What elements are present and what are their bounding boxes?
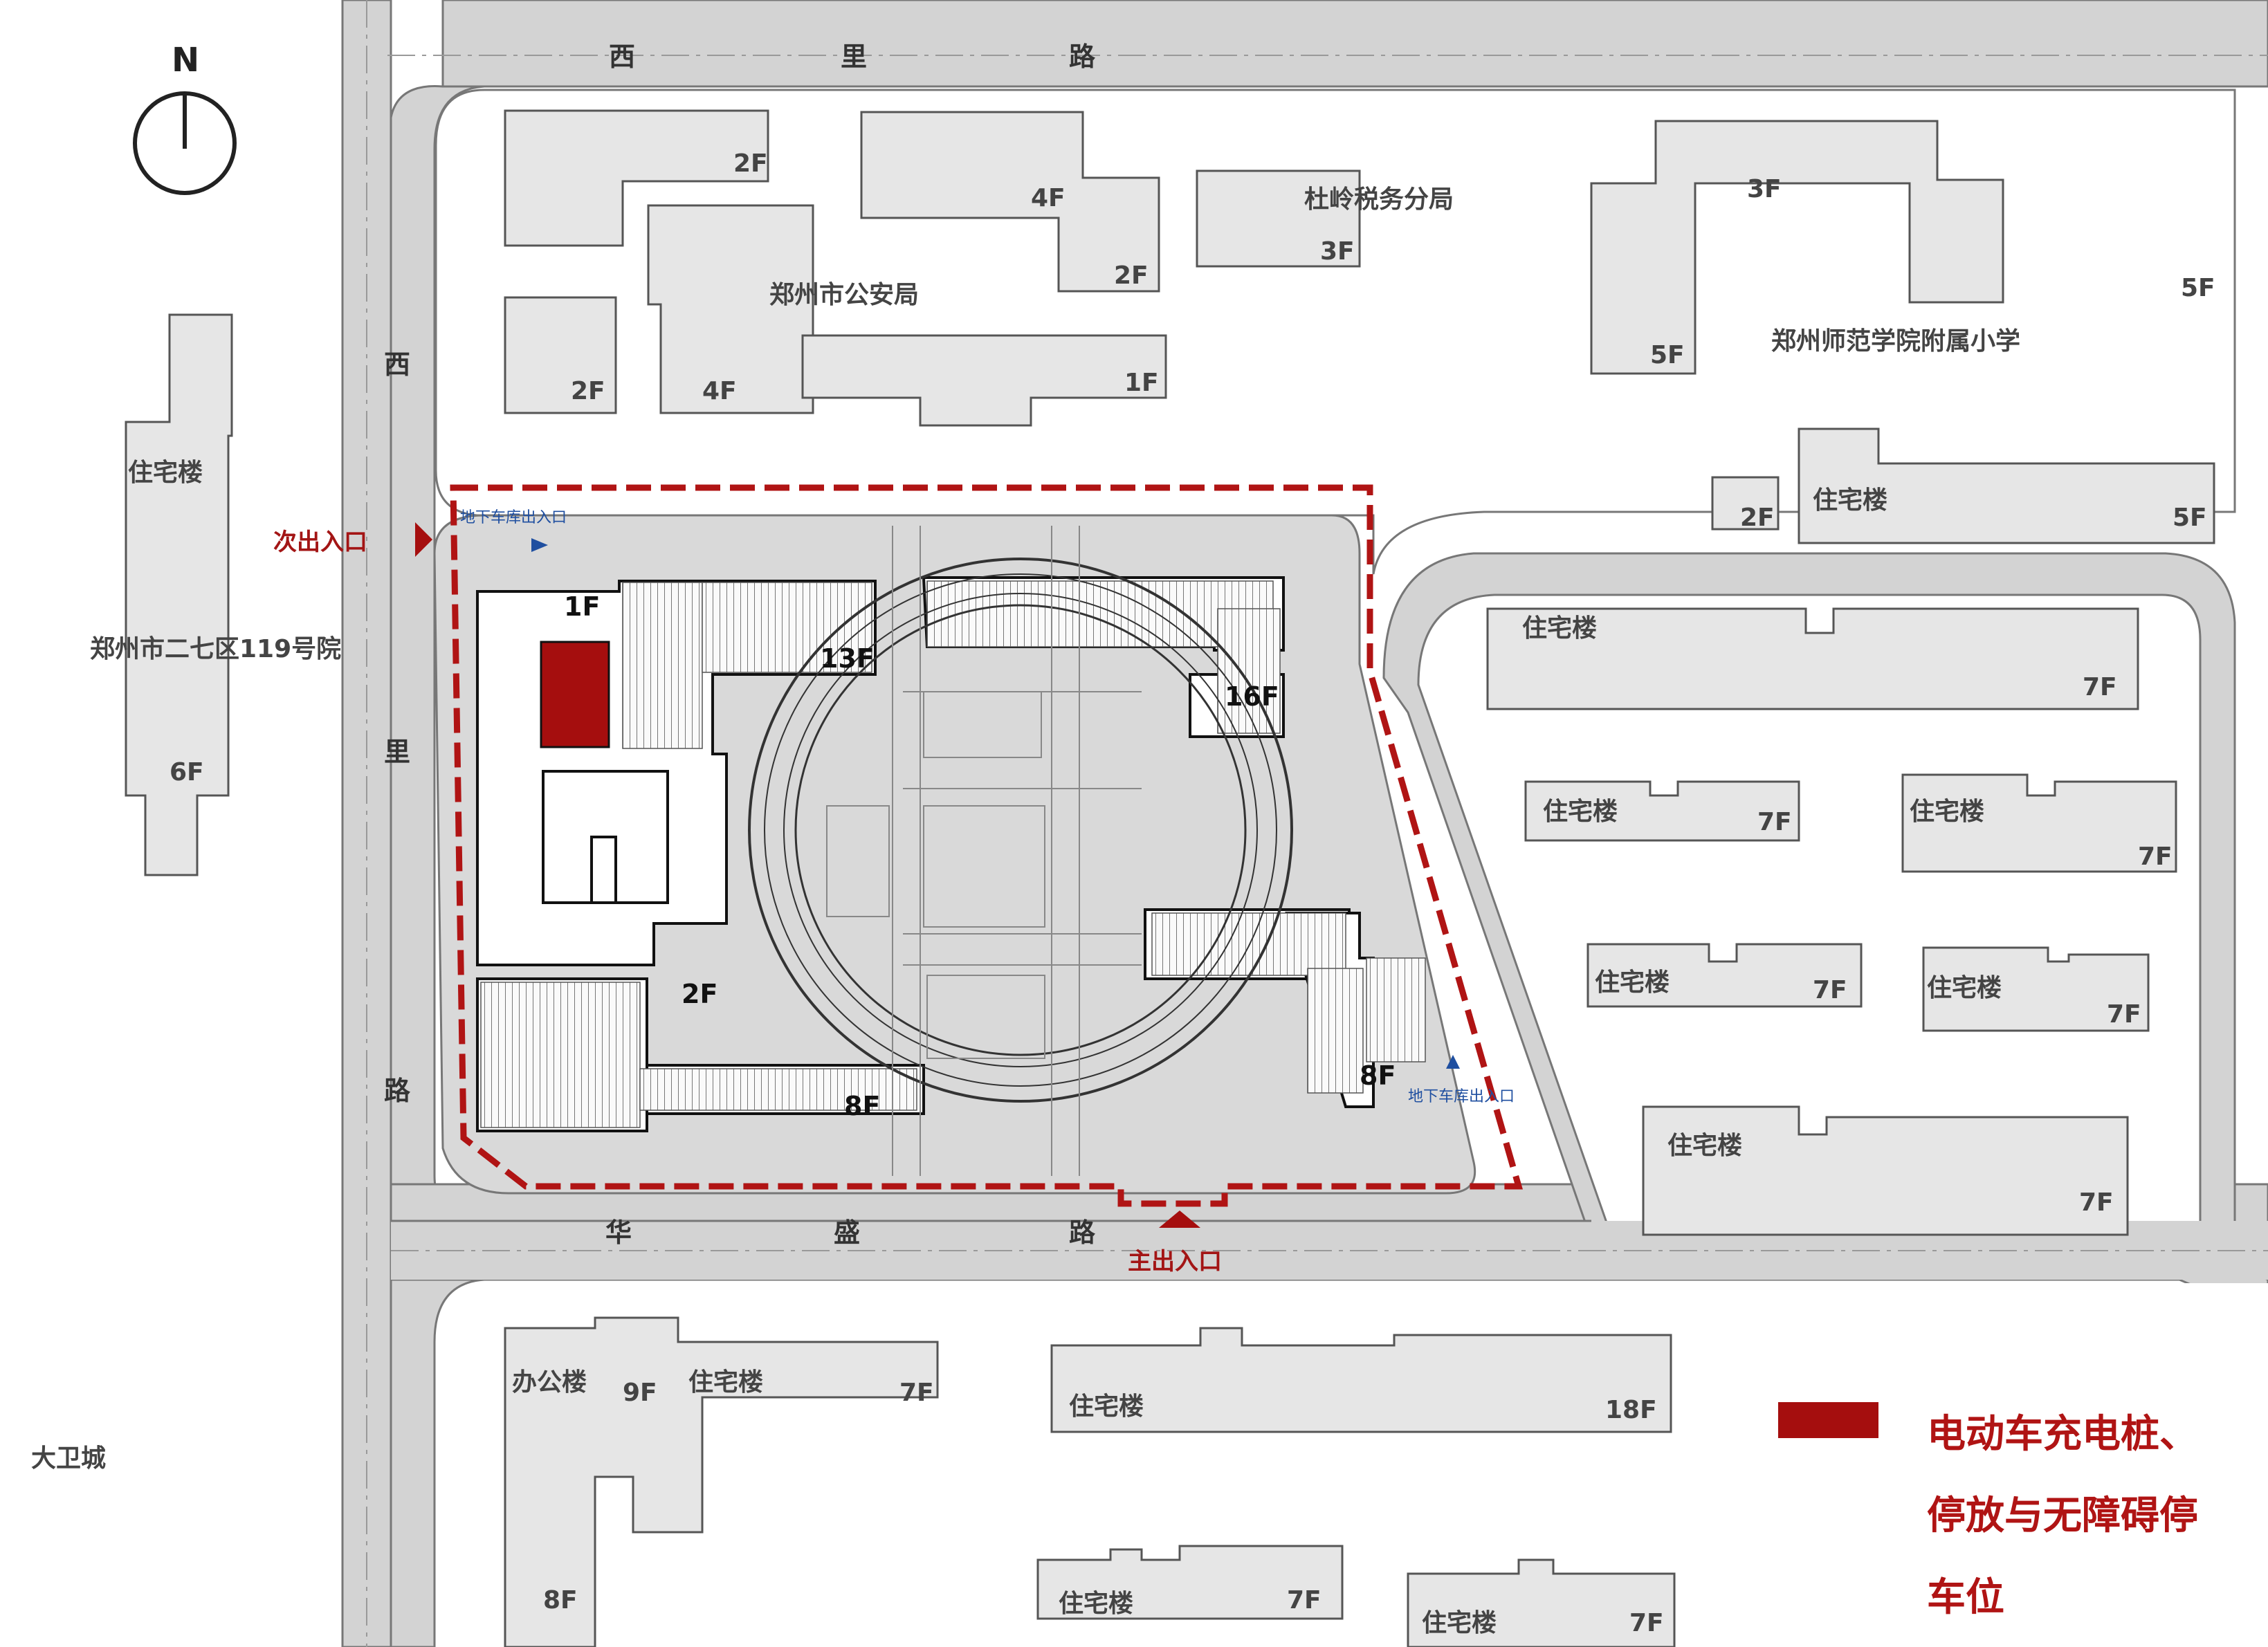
garage-entrance-top-label: 地下车库出入口 (460, 509, 567, 526)
floor-label: 7F (2107, 1000, 2141, 1029)
floor-label: 2F (1114, 261, 1149, 290)
garage-right-marker (1446, 1055, 1460, 1069)
site-boundary (450, 484, 1523, 1207)
residential-label-e3: 住宅楼 (1910, 797, 1984, 826)
floor-label: 6F (170, 758, 204, 786)
office-label: 办公楼 (512, 1368, 587, 1397)
residential-label-s1: 住宅楼 (688, 1368, 763, 1397)
tax-office-label: 杜岭税务分局 (1304, 185, 1454, 214)
garage-entrance-right-label: 地下车库出入口 (1408, 1088, 1515, 1105)
road-xili-top (441, 0, 2268, 88)
north-arrow: N (133, 41, 237, 195)
garage-top-marker (531, 538, 548, 552)
floor-label: 1F (1124, 369, 1159, 397)
floor-label: 9F (623, 1379, 657, 1407)
floor-label: 18F (1605, 1396, 1657, 1424)
site-floor-label: 2F (682, 979, 717, 1009)
legend-line-2: 停放与无障碍停 (1927, 1493, 2198, 1538)
floor-label: 7F (2138, 843, 2173, 871)
compound-label: 郑州市二七区119号院 (90, 635, 341, 663)
residential-label-s4: 住宅楼 (1422, 1608, 1497, 1637)
floor-label: 2F (1740, 504, 1775, 532)
floor-label: 7F (1287, 1586, 1322, 1614)
floor-label: 4F (1031, 184, 1066, 212)
floor-label: 3F (1320, 237, 1355, 266)
ev-charging-zone (540, 641, 610, 748)
floor-label: 7F (1813, 976, 1847, 1004)
road-xili-top-char-2: 里 (841, 42, 867, 72)
residential-label-ne: 住宅楼 (1813, 486, 1887, 515)
road-huasheng-char-2: 盛 (834, 1217, 860, 1248)
road-labels: 西 里 路 西 里 路 华 盛 路 (384, 42, 1096, 1248)
floor-label: 2F (733, 149, 768, 178)
site-floor-label: 1F (564, 591, 600, 622)
legend-line-1: 电动车充电桩、 (1927, 1412, 2198, 1457)
floor-label: 3F (1747, 175, 1782, 203)
legend-line-3: 车位 (1927, 1575, 2004, 1620)
floor-label: 7F (899, 1379, 934, 1407)
residential-label-s2: 住宅楼 (1069, 1392, 1144, 1421)
residential-label-west: 住宅楼 (128, 458, 203, 487)
floor-label: 5F (2173, 504, 2207, 532)
residential-label-e6: 住宅楼 (1667, 1131, 1742, 1160)
site-floor-label: 16F (1225, 681, 1279, 712)
north-label: N (172, 41, 199, 80)
floor-label: 7F (1757, 808, 1792, 836)
site-floor-label: 8F (1360, 1060, 1396, 1091)
floor-labels: 2F 2F 4F 4F 2F 1F 3F 3F 5F 5F 2F 5F 6F 7… (170, 149, 2215, 1637)
mall-label: 大卫城 (31, 1444, 106, 1473)
hatching (480, 580, 1426, 1128)
residential-label-s3: 住宅楼 (1059, 1589, 1133, 1618)
floor-label: 5F (2181, 274, 2215, 302)
police-label: 郑州市公安局 (769, 281, 919, 309)
floor-label: 7F (1629, 1609, 1664, 1637)
residential-label-e5: 住宅楼 (1927, 973, 2002, 1002)
central-ring (748, 558, 1293, 1103)
residential-label-e1: 住宅楼 (1522, 614, 1597, 643)
legend-text: 电动车充电桩、 停放与无障碍停 车位 (1927, 1394, 2245, 1639)
floor-label: 5F (1650, 341, 1685, 369)
courtyard-grid (826, 526, 1142, 1176)
site-floor-label: 13F (820, 643, 875, 674)
secondary-entrance-label: 次出入口 (273, 528, 367, 556)
main-entrance-arrow (1159, 1211, 1200, 1228)
secondary-entrance-arrow (415, 522, 432, 557)
residential-label-e2: 住宅楼 (1543, 797, 1618, 826)
floor-label: 8F (543, 1586, 578, 1614)
building-labels: 郑州市公安局 杜岭税务分局 郑州师范学院附属小学 郑州市二七区119号院 住宅楼… (31, 185, 2020, 1637)
road-huasheng-char-3: 路 (1069, 1217, 1096, 1248)
floor-label: 2F (571, 377, 605, 405)
road-xili-left-char-1: 西 (384, 349, 410, 380)
main-entrance-label: 主出入口 (1128, 1248, 1222, 1276)
road-xili-left-char-3: 路 (384, 1076, 411, 1106)
road-xili-top-char-1: 西 (609, 42, 635, 72)
site-floor-label: 8F (844, 1091, 880, 1121)
floor-label: 4F (702, 377, 737, 405)
road-xili-left-char-2: 里 (384, 737, 410, 767)
residential-label-e4: 住宅楼 (1595, 968, 1670, 997)
road-xili-top-char-3: 路 (1069, 42, 1096, 72)
neighbor-buildings (125, 109, 2215, 1647)
road-huasheng-char-1: 华 (605, 1217, 632, 1248)
site-floor-labels: 1F 13F 16F 2F 8F 8F (564, 591, 1396, 1121)
floor-label: 7F (2079, 1188, 2114, 1217)
school-label: 郑州师范学院附属小学 (1771, 326, 2020, 356)
legend-swatch (1778, 1402, 1878, 1438)
floor-label: 7F (2083, 673, 2117, 701)
